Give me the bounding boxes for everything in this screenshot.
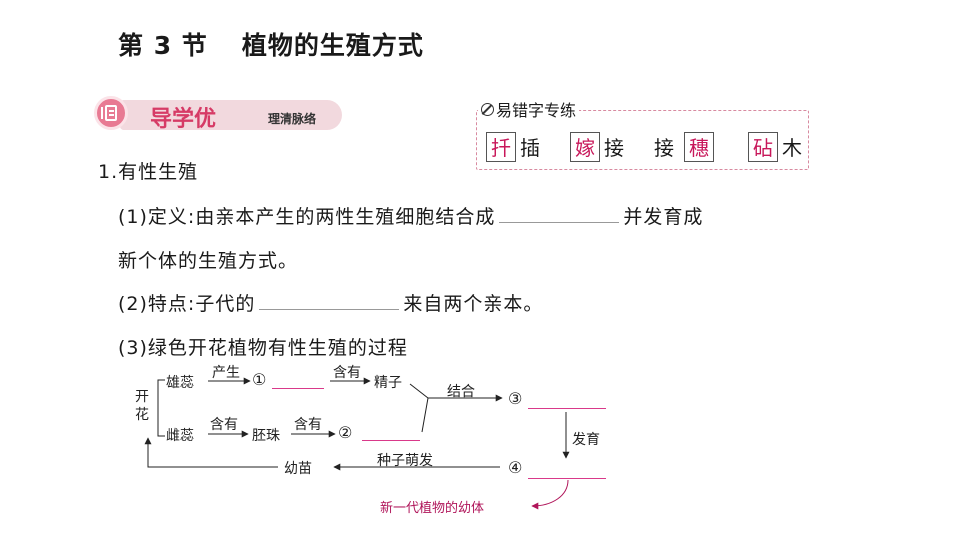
contain-label-1: 含有 [333, 365, 361, 381]
caption-note: 新一代植物的幼体 [380, 501, 485, 516]
sperm-label: 精子 [374, 375, 402, 391]
answer-blank-6[interactable] [528, 478, 606, 479]
definition-text-end: 并发育成 [623, 206, 704, 228]
char-box: 穗 [684, 132, 714, 162]
flowering-label: 开花 [135, 389, 149, 423]
blank-number-1: ① [252, 370, 267, 389]
char-box: 嫁 [570, 132, 600, 162]
word-rest: 插 [520, 136, 540, 160]
guide-banner: 导学优 理清脉络 [92, 96, 342, 136]
practice-word: 接穗 [654, 132, 718, 162]
pistil-label: 雌蕊 [166, 428, 194, 444]
char-box: 扦 [486, 132, 516, 162]
word-rest: 木 [782, 136, 802, 160]
answer-blank-3[interactable] [272, 388, 324, 389]
feature-line: (2)特点:子代的 来自两个亲本。 [118, 289, 543, 316]
word-pre: 接 [654, 136, 674, 160]
feature-text-end: 来自两个亲本。 [403, 293, 544, 315]
germinate-label: 种子萌发 [377, 453, 433, 469]
banner-title: 导学优 [150, 107, 217, 132]
practice-words: 扦插 嫁接 接穗 砧木 [486, 132, 802, 162]
notebook-icon [94, 96, 128, 130]
practice-word: 嫁接 [570, 132, 624, 162]
blank-number-3: ③ [508, 389, 523, 408]
contain-label-2: 含有 [210, 417, 238, 433]
stamen-label: 雄蕊 [166, 375, 194, 391]
prohibited-icon [481, 102, 494, 116]
practice-heading-text: 易错字专练 [496, 101, 577, 120]
contain-label-3: 含有 [294, 417, 322, 433]
practice-box [476, 110, 809, 170]
definition-line-2: 新个体的生殖方式。 [118, 250, 299, 272]
banner-bar [120, 100, 342, 130]
banner-subtitle: 理清脉络 [268, 112, 317, 126]
process-heading: (3)绿色开花植物有性生殖的过程 [118, 337, 408, 359]
ovule-label: 胚珠 [252, 428, 280, 444]
blank-number-4: ④ [508, 458, 523, 477]
practice-heading: 易错字专练 [478, 97, 580, 121]
word-rest: 接 [604, 136, 624, 160]
page-title: 第 3 节 植物的生殖方式 [118, 26, 424, 62]
seedling-label: 幼苗 [284, 461, 312, 477]
feature-text: (2)特点:子代的 [118, 293, 256, 315]
section-name: 植物的生殖方式 [241, 31, 424, 60]
section-number: 第 3 节 [118, 31, 208, 60]
practice-word: 扦插 [486, 132, 540, 162]
combine-label: 结合 [447, 384, 475, 400]
char-box: 砧 [748, 132, 778, 162]
answer-blank-4[interactable] [362, 440, 420, 441]
answer-blank-2[interactable] [259, 291, 400, 310]
produce-label: 产生 [212, 365, 240, 381]
definition-line: (1)定义:由亲本产生的两性生殖细胞结合成 并发育成 [118, 202, 703, 229]
develop-label: 发育 [572, 432, 600, 448]
section-heading: 1.有性生殖 [98, 161, 199, 183]
answer-blank-5[interactable] [528, 408, 606, 409]
blank-number-2: ② [338, 423, 353, 442]
practice-word: 砧木 [748, 132, 802, 162]
answer-blank-1[interactable] [499, 204, 620, 223]
definition-text: (1)定义:由亲本产生的两性生殖细胞结合成 [118, 206, 496, 228]
